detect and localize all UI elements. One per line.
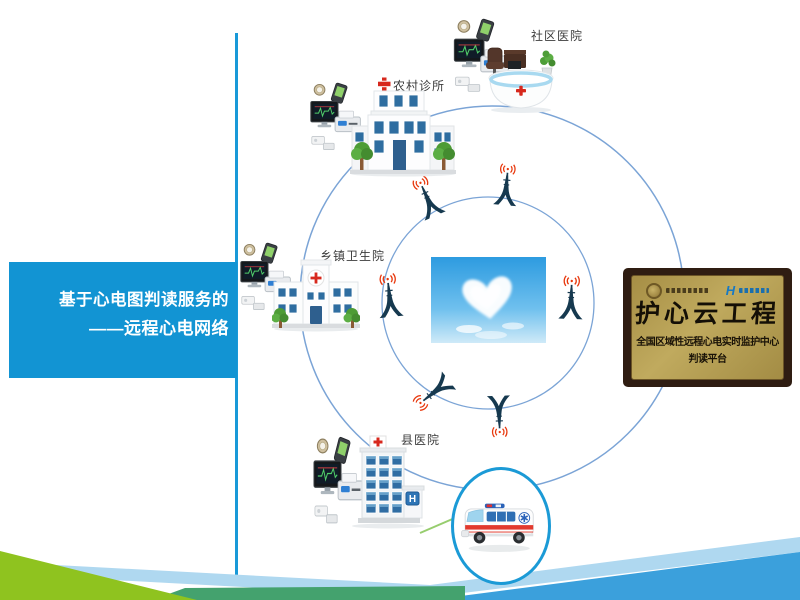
seal-logo-text [665,288,710,293]
footer-stripe-lightblue [0,537,800,597]
door [310,306,322,324]
signal-tower-icon [492,162,521,207]
clinic-building-icon [350,76,456,177]
footer-stripe-green [0,551,197,600]
node-label-community-hospital: 社区医院 [531,29,584,43]
hospital-h-sign [405,491,420,506]
plaque-subtitle-2: 判读平台 [688,354,728,366]
red-cross-icon [516,85,526,96]
red-cross-icon [377,76,392,92]
signal-tower-icon [557,274,585,321]
plaque: H 护心云工程 全国区域性远程心电实时监护中心 判读平台 [623,268,792,387]
door [393,140,406,170]
signal-tower-icon [374,272,405,319]
plaque-title: 护心云工程 [634,299,782,328]
slide-title-line1: 基于心电图判读服务的 [59,291,229,309]
footer-stripe-teal [152,586,465,600]
plaque-face: H 护心云工程 全国区域性远程心电实时监护中心 判读平台 [631,275,784,380]
star-of-life-icon [518,512,531,524]
heart-cloud-image [431,257,546,343]
reception-desk-icon [486,47,556,113]
tower-hospital-building-icon: H [352,435,425,529]
ambulance-badge [451,467,551,585]
signal-tower-icon [407,173,447,222]
h-brand-logo-text [739,288,770,293]
laptop-icon [508,61,521,69]
hospital-h-sign-letter: H [409,494,416,505]
slide-title-line2: ——远程心电网络 [89,318,229,338]
hospital-building-icon [272,259,360,332]
tree-icon [272,308,289,328]
plaque-subtitle-1: 全国区域性远程心电实时监护中心 [636,337,779,349]
plaque-logos: H [645,282,770,299]
signal-tower-icon [486,394,513,438]
node-label-rural-clinic: 农村诊所 [393,79,446,93]
red-stripe [465,525,534,530]
slide-title-block: 基于心电图判读服务的 ——远程心电网络 [9,262,237,378]
signal-tower-icon [408,370,457,416]
h-brand-logo-icon: H [725,283,736,298]
ambulance-icon [461,503,534,552]
seal-logo-icon [645,282,662,299]
